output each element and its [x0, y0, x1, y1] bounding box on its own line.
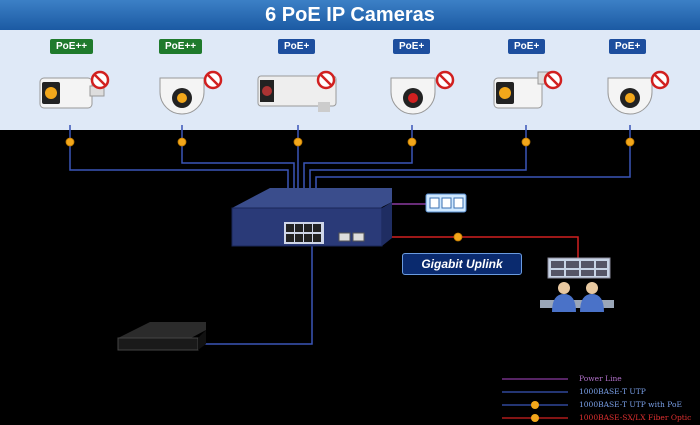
- camera-2-poe-badge: PoE++: [159, 39, 203, 54]
- cable-nvr: [205, 246, 313, 345]
- camera-3-icon: [257, 75, 337, 112]
- legend-fiber-label: 1000BASE-SX/LX Fiber Optic: [579, 413, 692, 422]
- camera-1-poe-badge: PoE++: [50, 39, 94, 54]
- camera-5-no-power-icon: [543, 70, 563, 90]
- camera-2-no-power-icon: [203, 70, 223, 90]
- fiber-dot: [453, 232, 463, 242]
- monitoring-center-icon: [540, 257, 614, 312]
- camera-3-no-power-icon: [316, 70, 336, 90]
- camera-4-icon: [390, 77, 436, 115]
- camera-4-poe-badge: PoE+: [393, 39, 431, 54]
- camera-1-no-power-icon: [90, 70, 110, 90]
- cable-camera-6: [315, 125, 631, 188]
- legend-utp-label: 1000BASE-T UTP: [579, 387, 646, 396]
- camera-6-icon: [607, 77, 653, 115]
- legend-fiber-dot: [531, 414, 539, 422]
- camera-5-icon: [493, 71, 551, 109]
- cable-camera-5: [309, 125, 527, 188]
- legend: [502, 378, 568, 422]
- cable-camera-2: [181, 125, 295, 188]
- poe-dot: [177, 137, 187, 147]
- poe-dot: [65, 137, 75, 147]
- poe-switch-icon: [231, 188, 392, 247]
- cable-camera-1: [69, 125, 289, 188]
- legend-power-label: Power Line: [579, 374, 622, 383]
- gigabit-uplink-label: Gigabit Uplink: [402, 253, 522, 275]
- camera-1-icon: [39, 77, 105, 109]
- poe-dot: [407, 137, 417, 147]
- cable-camera-4: [303, 125, 413, 188]
- camera-3-poe-badge: PoE+: [278, 39, 316, 54]
- legend-poe-dot: [531, 401, 539, 409]
- camera-4-no-power-icon: [435, 70, 455, 90]
- legend-utp-poe-label: 1000BASE-T UTP with PoE: [579, 400, 682, 409]
- poe-dot: [293, 137, 303, 147]
- camera-2-icon: [159, 77, 205, 115]
- fiber-uplink-line: [370, 236, 579, 262]
- camera-6-no-power-icon: [650, 70, 670, 90]
- nvr-recorder-icon: [117, 322, 206, 351]
- camera-6-poe-badge: PoE+: [609, 39, 647, 54]
- poe-markers: [65, 137, 635, 242]
- poe-dot: [625, 137, 635, 147]
- power-supply-icon: [425, 193, 467, 213]
- diagram-title: 6 PoE IP Cameras: [0, 0, 700, 30]
- camera-5-poe-badge: PoE+: [508, 39, 546, 54]
- poe-dot: [521, 137, 531, 147]
